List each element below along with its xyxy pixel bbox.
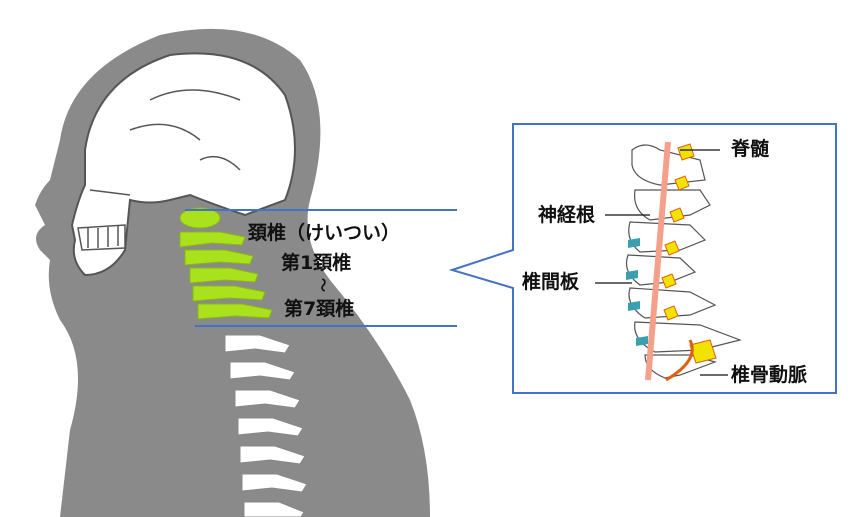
nerve-root-label: 神経根 <box>538 204 596 226</box>
spinal-cord <box>645 141 671 381</box>
jaw-teeth <box>77 224 126 251</box>
disc-label: 椎間板 <box>522 271 580 293</box>
cervical-vertebrae <box>179 207 273 320</box>
skull <box>70 52 296 277</box>
vertebral-artery-label: 椎骨動脈 <box>731 364 808 386</box>
thoracic-vertebrae <box>224 334 308 517</box>
cervical-title: 頚椎（けいつい） <box>248 222 401 244</box>
spinal-cord-label: 脊髄 <box>731 138 770 160</box>
first-cervical-label: 第1頚椎 <box>281 252 352 274</box>
detail-spine <box>625 141 743 382</box>
seventh-cervical-label: 第7頚椎 <box>284 298 355 320</box>
range-tilde: 〜 <box>314 278 330 292</box>
